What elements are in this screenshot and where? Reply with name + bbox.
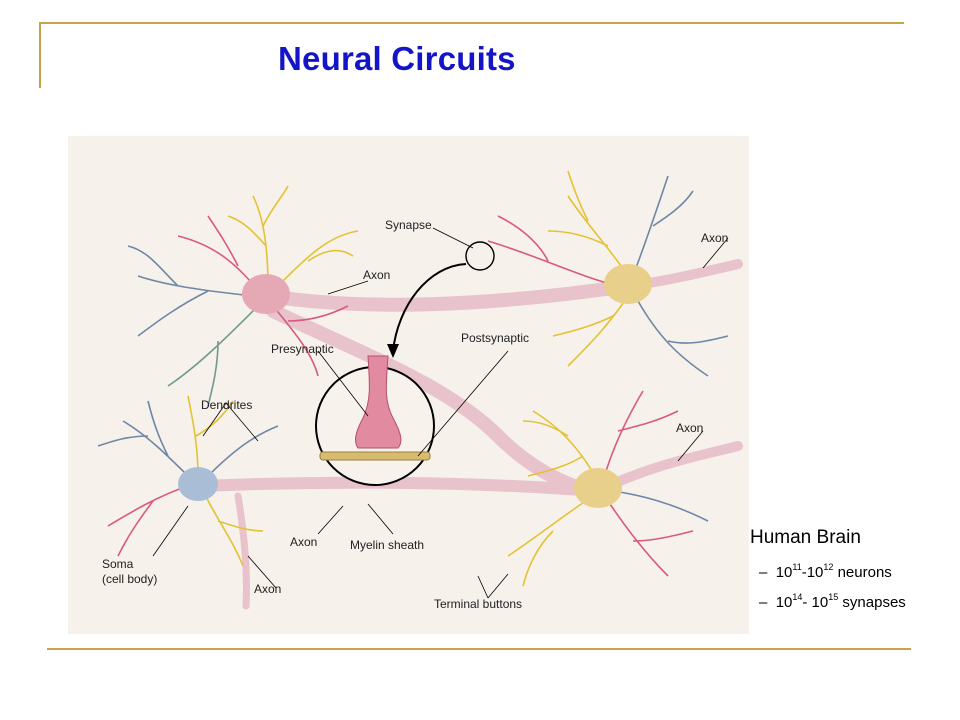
human-brain-heading: Human Brain [750, 527, 861, 548]
bullet-text: synapses [838, 594, 906, 611]
synapse-zoom-arrow [392, 263, 467, 352]
label-axon-right-mid: Axon [676, 421, 703, 435]
bullet-exponent: 15 [828, 592, 839, 602]
top-rule [40, 22, 904, 24]
bullet-separator: -10 [801, 564, 824, 581]
dendrites-neuron-4 [507, 390, 709, 587]
left-rule [39, 22, 41, 88]
soma-neuron-3 [178, 467, 218, 501]
label-axon-bottom: Axon [290, 535, 317, 549]
label-synapse: Synapse [385, 218, 432, 232]
bullet-exponent: 12 [823, 562, 834, 572]
bullet-exponent: 11 [792, 562, 802, 572]
label-dendrites: Dendrites [201, 398, 252, 412]
axon-bottom [197, 476, 599, 497]
neuron-diagram: Synapse Axon Axon Presynaptic Postsynapt… [68, 136, 749, 634]
soma-neuron-1 [242, 274, 290, 314]
soma-neuron-4 [574, 468, 622, 508]
soma-neuron-2 [604, 264, 652, 304]
label-soma: Soma [102, 557, 134, 571]
label-presynaptic: Presynaptic [271, 342, 334, 356]
synapse-inset [315, 355, 435, 486]
bullet-base: 10 [775, 564, 793, 581]
bullet-base: 10 [775, 594, 793, 611]
label-axon-bottom-left: Axon [254, 582, 281, 596]
bullet-separator: - 10 [802, 594, 829, 611]
human-brain-facts: Human Brain – 1011-1012 neurons – 1014- … [750, 527, 906, 615]
label-postsynaptic: Postsynaptic [461, 331, 529, 345]
slide-title: Neural Circuits [278, 40, 516, 77]
axon-top [261, 279, 635, 312]
label-terminal-buttons: Terminal buttons [434, 597, 522, 611]
bullet-text: neurons [833, 564, 892, 581]
bullet-dash: – [759, 564, 768, 581]
synapse-highlight-circle [465, 241, 495, 271]
synapse-zoom-arrowhead [387, 344, 399, 358]
label-myelin-sheath: Myelin sheath [350, 538, 424, 552]
bullet-neurons: – 1011-1012 neurons [759, 555, 906, 585]
bottom-rule [47, 648, 911, 650]
label-axon-right-top: Axon [701, 231, 728, 245]
axon-down-left [234, 492, 250, 610]
leader-lines [152, 227, 729, 599]
label-axon-top: Axon [363, 268, 390, 282]
label-soma-subtitle: (cell body) [102, 572, 157, 586]
bullet-exponent: 14 [792, 592, 803, 602]
bullet-dash: – [759, 594, 768, 611]
bullet-synapses: – 1014- 1015 synapses [759, 585, 906, 615]
